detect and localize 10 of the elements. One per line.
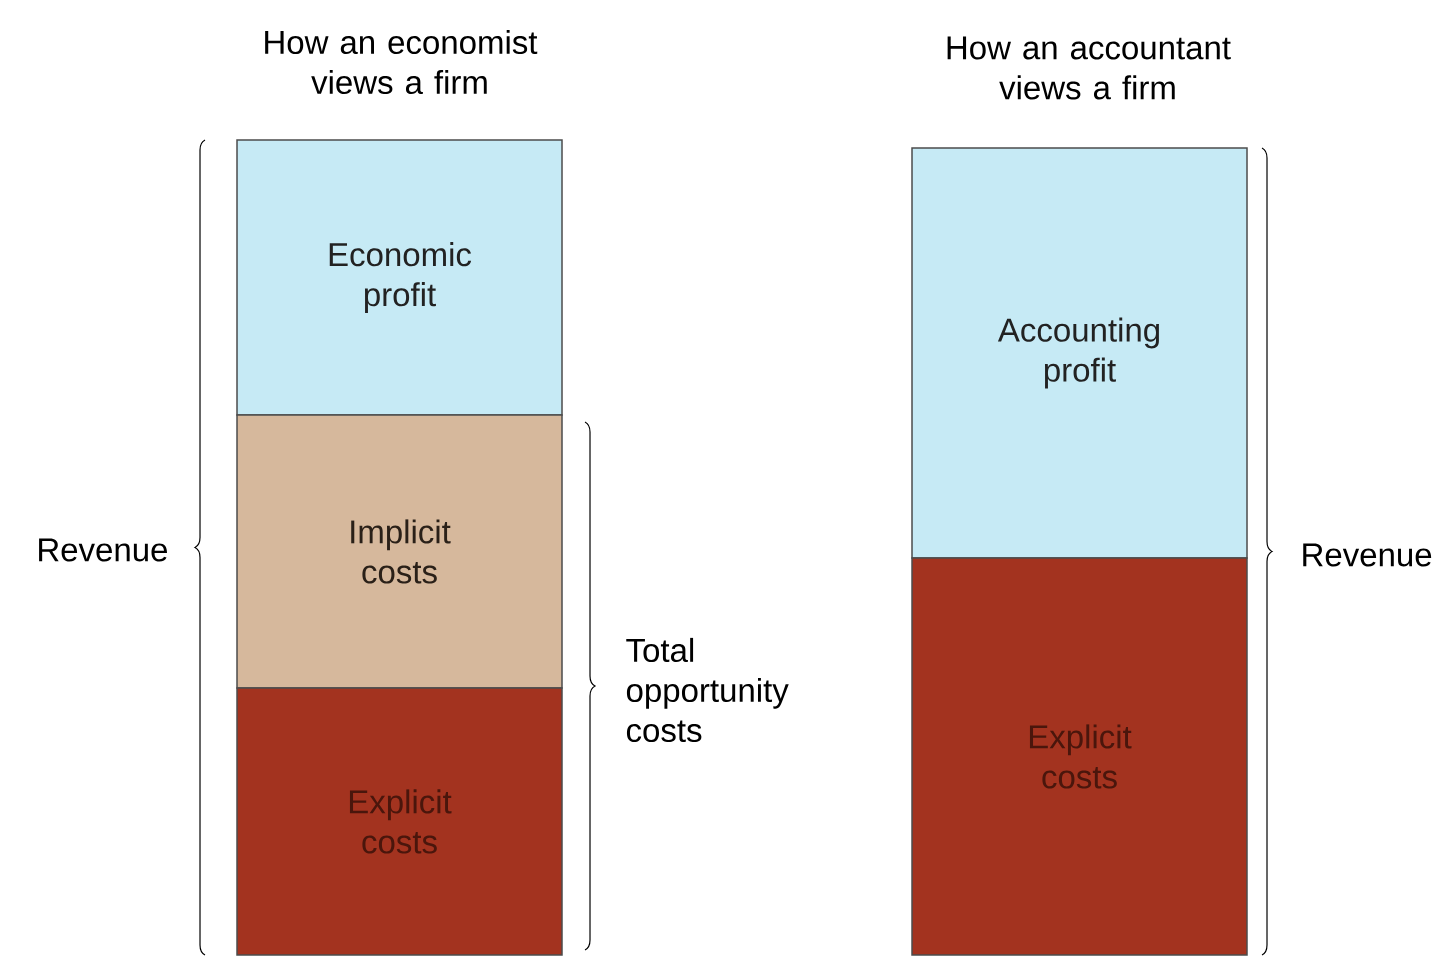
label: Revenue: [39, 538, 167, 562]
label: How an economist views a firm: [265, 29, 538, 95]
bar-segment: Accounting profit: [911, 147, 1248, 559]
label: Revenue: [1303, 543, 1432, 567]
label: How an accountant views a firm: [947, 36, 1231, 100]
bar-segment: Explicit costs: [236, 687, 563, 956]
bar-segment: Implicit costs: [236, 414, 563, 689]
bar-segment: Economic profit: [236, 139, 563, 416]
label: Total opportunity costs: [626, 637, 789, 743]
bar-segment: Explicit costs: [911, 557, 1248, 956]
